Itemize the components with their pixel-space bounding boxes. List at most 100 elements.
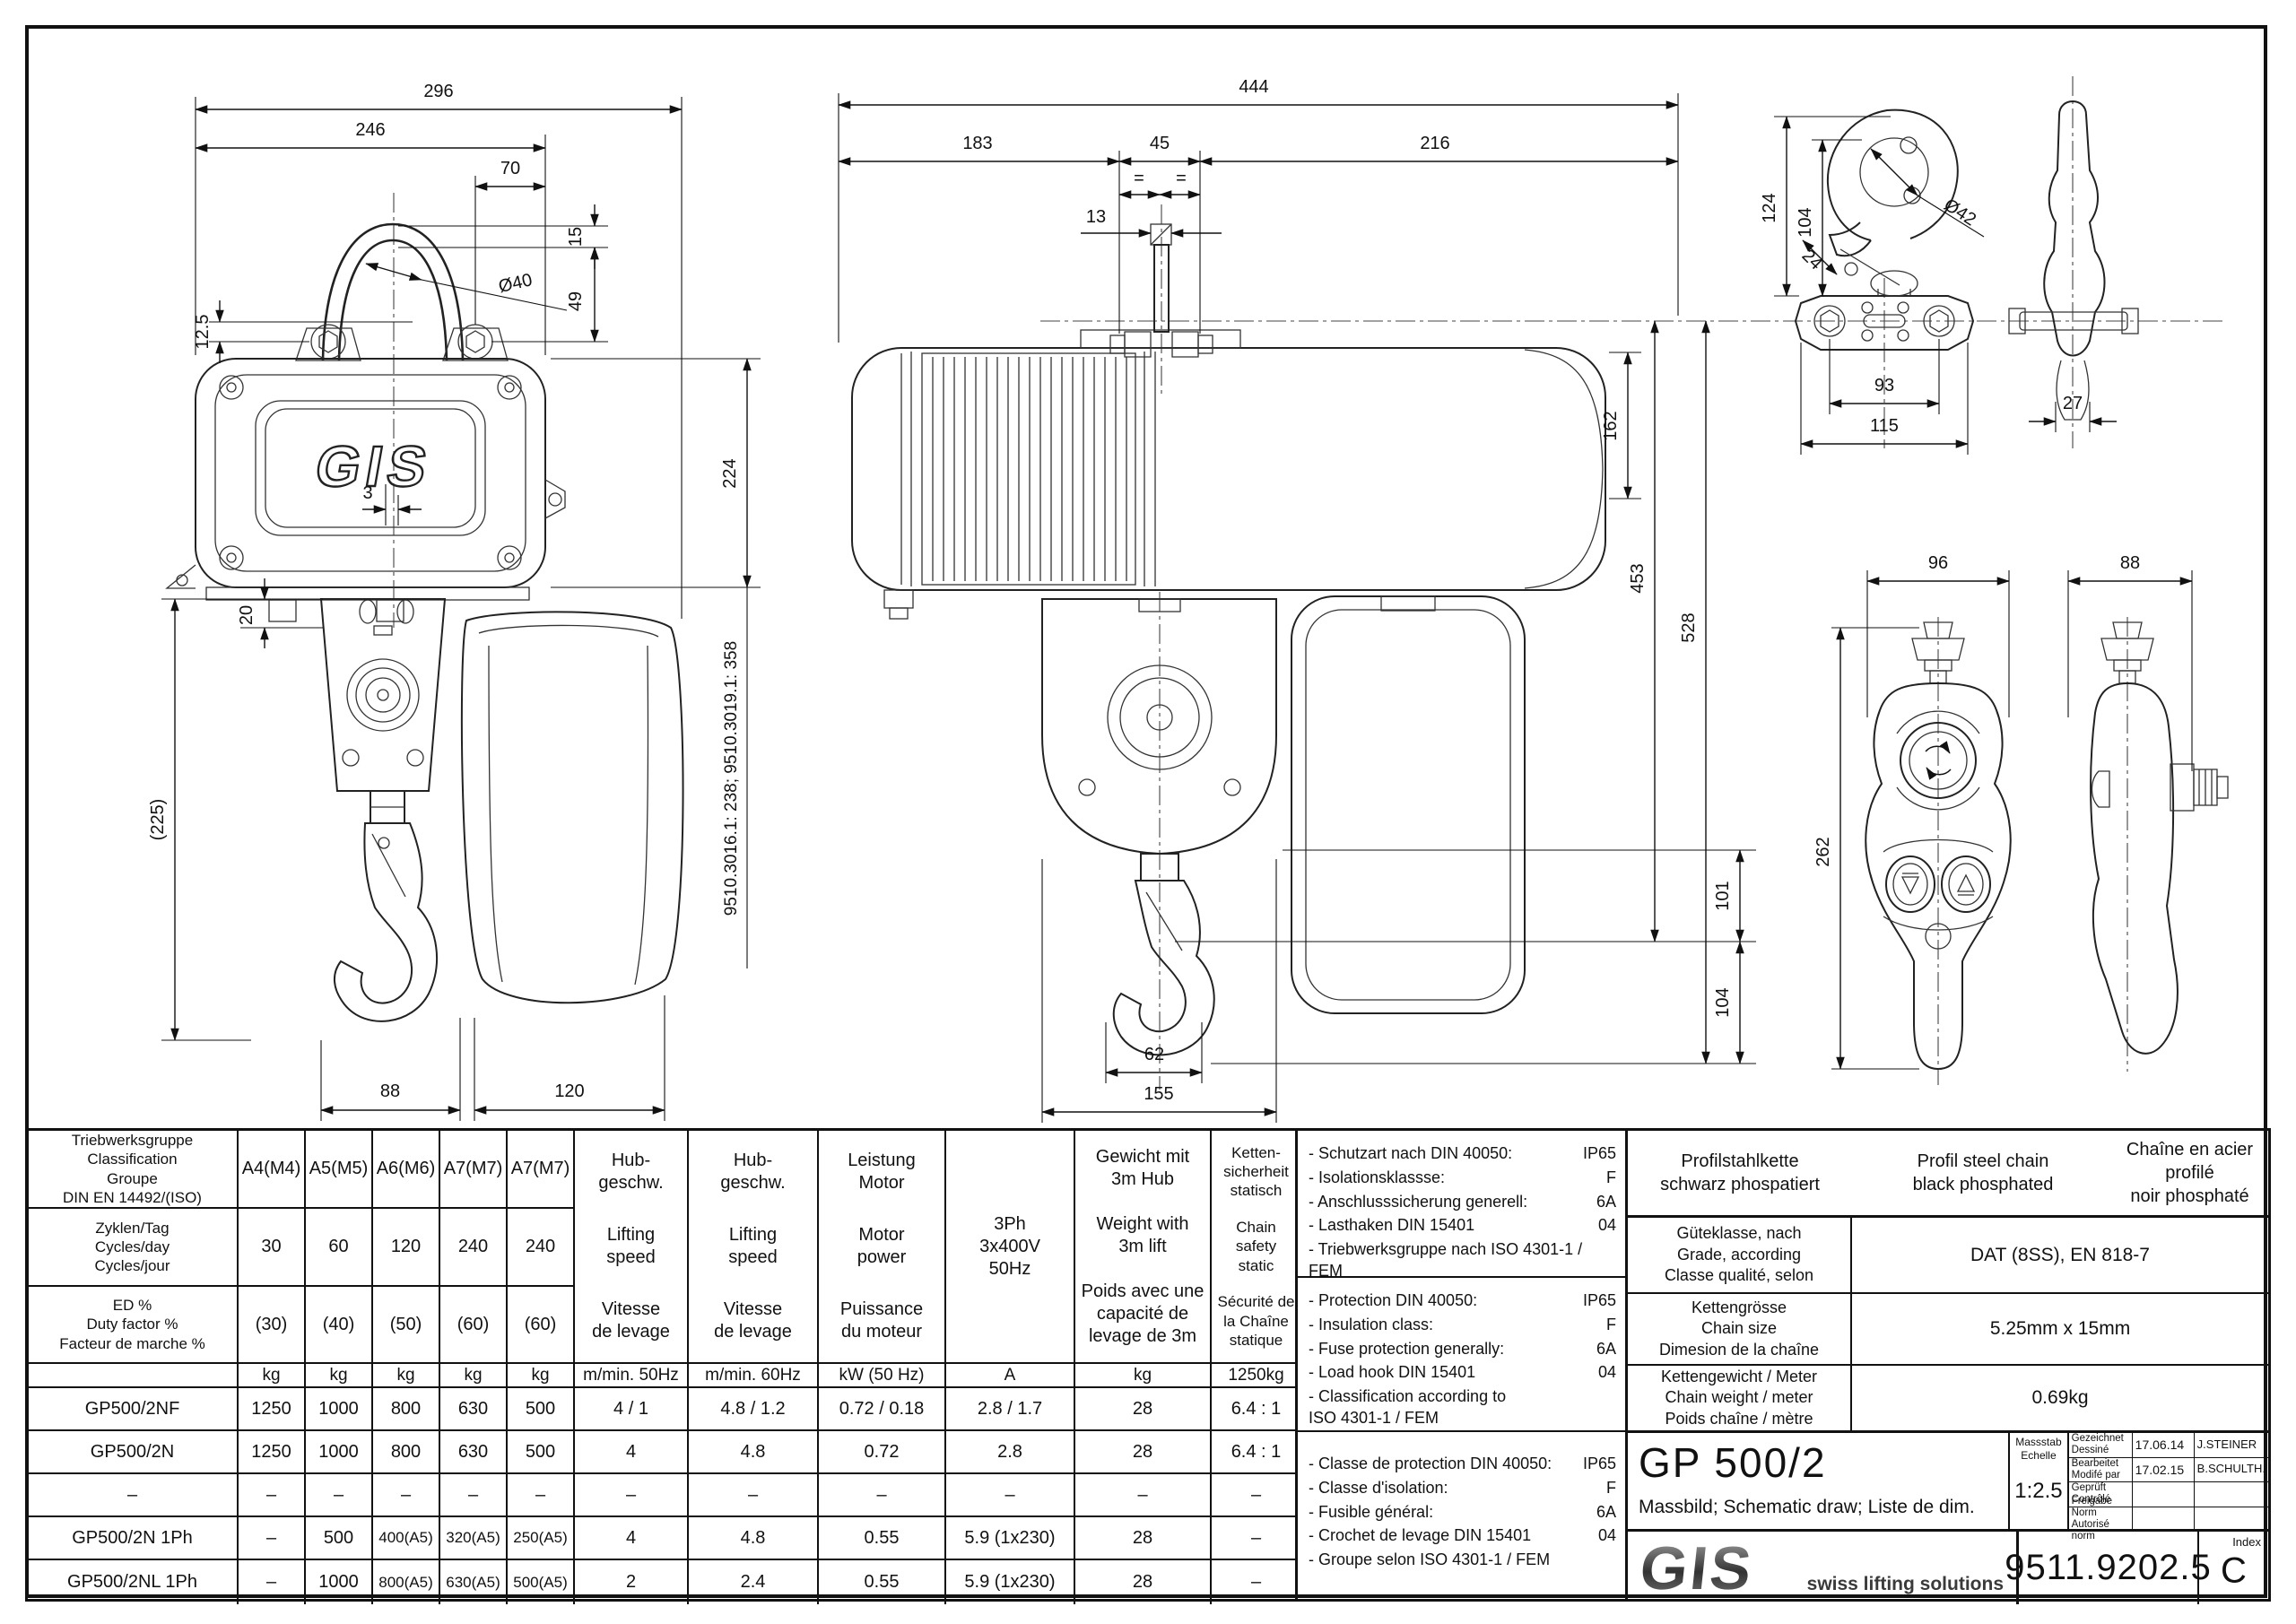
- capacity: 800: [373, 1431, 440, 1474]
- dim-side-155: 155: [1144, 1084, 1173, 1104]
- chain-safety: –: [1212, 1474, 1300, 1517]
- dim-front-20: 20: [237, 605, 257, 625]
- index-value: C: [2221, 1550, 2247, 1591]
- motor-power: 0.72 / 0.18: [819, 1388, 946, 1431]
- scale-value: 1:2.5: [2014, 1479, 2063, 1503]
- dim-side-13: 13: [1086, 207, 1106, 227]
- capacity: 1250: [239, 1431, 306, 1474]
- dim-side-eq1: =: [1134, 169, 1144, 188]
- specs-french: - Classe de protection DIN 40050:IP65 - …: [1309, 1455, 1616, 1568]
- capacity: 1000: [306, 1388, 373, 1431]
- class-col-header: A5(M5): [306, 1131, 373, 1209]
- dim-side-eq2: =: [1176, 169, 1187, 188]
- capacity: 500: [508, 1431, 575, 1474]
- classification-header: Triebwerksgruppe Classification Groupe D…: [28, 1131, 239, 1209]
- dim-front-70: 70: [500, 159, 520, 178]
- class-col-header: A7(M7): [508, 1131, 575, 1209]
- capacity: 500: [306, 1517, 373, 1560]
- side-view: 444 183 45 216 = = 13 162 453 528: [838, 77, 2224, 1123]
- weight: –: [1075, 1474, 1212, 1517]
- current: –: [946, 1474, 1075, 1517]
- cycles-value: 120: [373, 1209, 440, 1287]
- dim-front-12-5: 12.5: [193, 315, 213, 350]
- chain-grade-row: Güteklasse, nach Grade, according Classe…: [1628, 1218, 2268, 1294]
- capacity: –: [508, 1474, 575, 1517]
- dim-side-101: 101: [1713, 881, 1733, 910]
- specs-german: - Schutzart nach DIN 40050:IP65 - Isolat…: [1298, 1131, 1625, 1280]
- lifting-speed-50: 4: [575, 1517, 689, 1560]
- lifting-speed-50: –: [575, 1474, 689, 1517]
- dim-side-104: 104: [1713, 987, 1733, 1017]
- index-cell: Index C: [2199, 1532, 2268, 1604]
- unit: kg: [1075, 1364, 1212, 1388]
- unit: kg: [373, 1364, 440, 1388]
- dim-front-246: 246: [355, 120, 385, 140]
- units-blank: [28, 1364, 239, 1388]
- unit: kg: [306, 1364, 373, 1388]
- front-view: GIS: [148, 82, 761, 1121]
- cycles-value: 30: [239, 1209, 306, 1287]
- dim-pendant-262: 262: [1813, 837, 1833, 866]
- dim-side-62: 62: [1144, 1045, 1164, 1064]
- motor-power: 0.55: [819, 1517, 946, 1560]
- dim-side-453: 453: [1628, 563, 1648, 593]
- cycles-header: Zyklen/Tag Cycles/day Cycles/jour: [28, 1209, 239, 1287]
- weight: 28: [1075, 1517, 1212, 1560]
- duty-value: (30): [239, 1287, 306, 1364]
- dim-pendant-88: 88: [2120, 553, 2140, 573]
- capacity: 500: [508, 1388, 575, 1431]
- spec-table: Triebwerksgruppe Classification Groupe D…: [25, 1128, 2271, 1604]
- chain-header: Profilstahlkette schwarz phospatiert Pro…: [1628, 1131, 2268, 1218]
- ratings-table: Triebwerksgruppe Classification Groupe D…: [25, 1128, 1300, 1604]
- current: 5.9 (1x230): [946, 1560, 1075, 1604]
- capacity: 800(A5): [373, 1560, 440, 1604]
- chain-safety: –: [1250, 1572, 1262, 1592]
- chain-weight-row: Kettengewicht / Meter Chain weight / met…: [1628, 1366, 2268, 1433]
- unit: A: [946, 1364, 1075, 1388]
- lifting-speed-60: 4.8: [689, 1431, 819, 1474]
- duty-value: (40): [306, 1287, 373, 1364]
- unit: m/min. 50Hz: [575, 1364, 689, 1388]
- capacity: –: [239, 1474, 306, 1517]
- dim-front-225: (225): [148, 799, 168, 841]
- motor-power: 0.72: [819, 1431, 946, 1474]
- lifting-speed-50: 4: [575, 1431, 689, 1474]
- product-title: GP 500/2: [1639, 1439, 1827, 1486]
- current-header: 3Ph 3x400V 50Hz: [946, 1131, 1075, 1364]
- capacity: 630(A5): [440, 1560, 508, 1604]
- dim-hook-104: 104: [1796, 207, 1815, 237]
- specs-panel: - Schutzart nach DIN 40050:IP65 - Isolat…: [1298, 1128, 1628, 1602]
- drawing-subtitle: Massbild; Schematic draw; Liste de dim.: [1639, 1497, 1975, 1517]
- motor-power: –: [819, 1474, 946, 1517]
- cycles-value: 60: [306, 1209, 373, 1287]
- index-label: Index: [2232, 1535, 2261, 1549]
- model: GP500/2N: [28, 1431, 239, 1474]
- hook-detail-view: 124 104 24 Ø42 93 115: [1760, 76, 2139, 455]
- duty-value: (60): [440, 1287, 508, 1364]
- current: 5.9 (1x230): [946, 1517, 1075, 1560]
- dim-hook-24: 24: [1798, 246, 1826, 274]
- capacity: 630: [440, 1388, 508, 1431]
- dim-side-528: 528: [1679, 612, 1699, 642]
- dim-hook-124: 124: [1760, 193, 1779, 222]
- unit: kg: [239, 1364, 306, 1388]
- capacity: 1000: [306, 1560, 373, 1604]
- unit: 1250kg: [1212, 1364, 1300, 1388]
- model: GP500/2NL 1Ph: [28, 1560, 239, 1604]
- weight: 28: [1075, 1388, 1212, 1431]
- dim-front-296: 296: [423, 82, 453, 101]
- capacity: –: [239, 1517, 306, 1560]
- dim-side-216: 216: [1420, 134, 1449, 153]
- model: GP500/2NF: [28, 1388, 239, 1431]
- capacity: 500(A5): [508, 1560, 575, 1604]
- title-block-bottom: GIS swiss lifting solutions 9511.9202.5 …: [1628, 1532, 2268, 1604]
- gis-logo-housing: GIS: [310, 434, 437, 498]
- class-col-header: A6(M6): [373, 1131, 440, 1209]
- dim-hook-27: 27: [2063, 394, 2083, 413]
